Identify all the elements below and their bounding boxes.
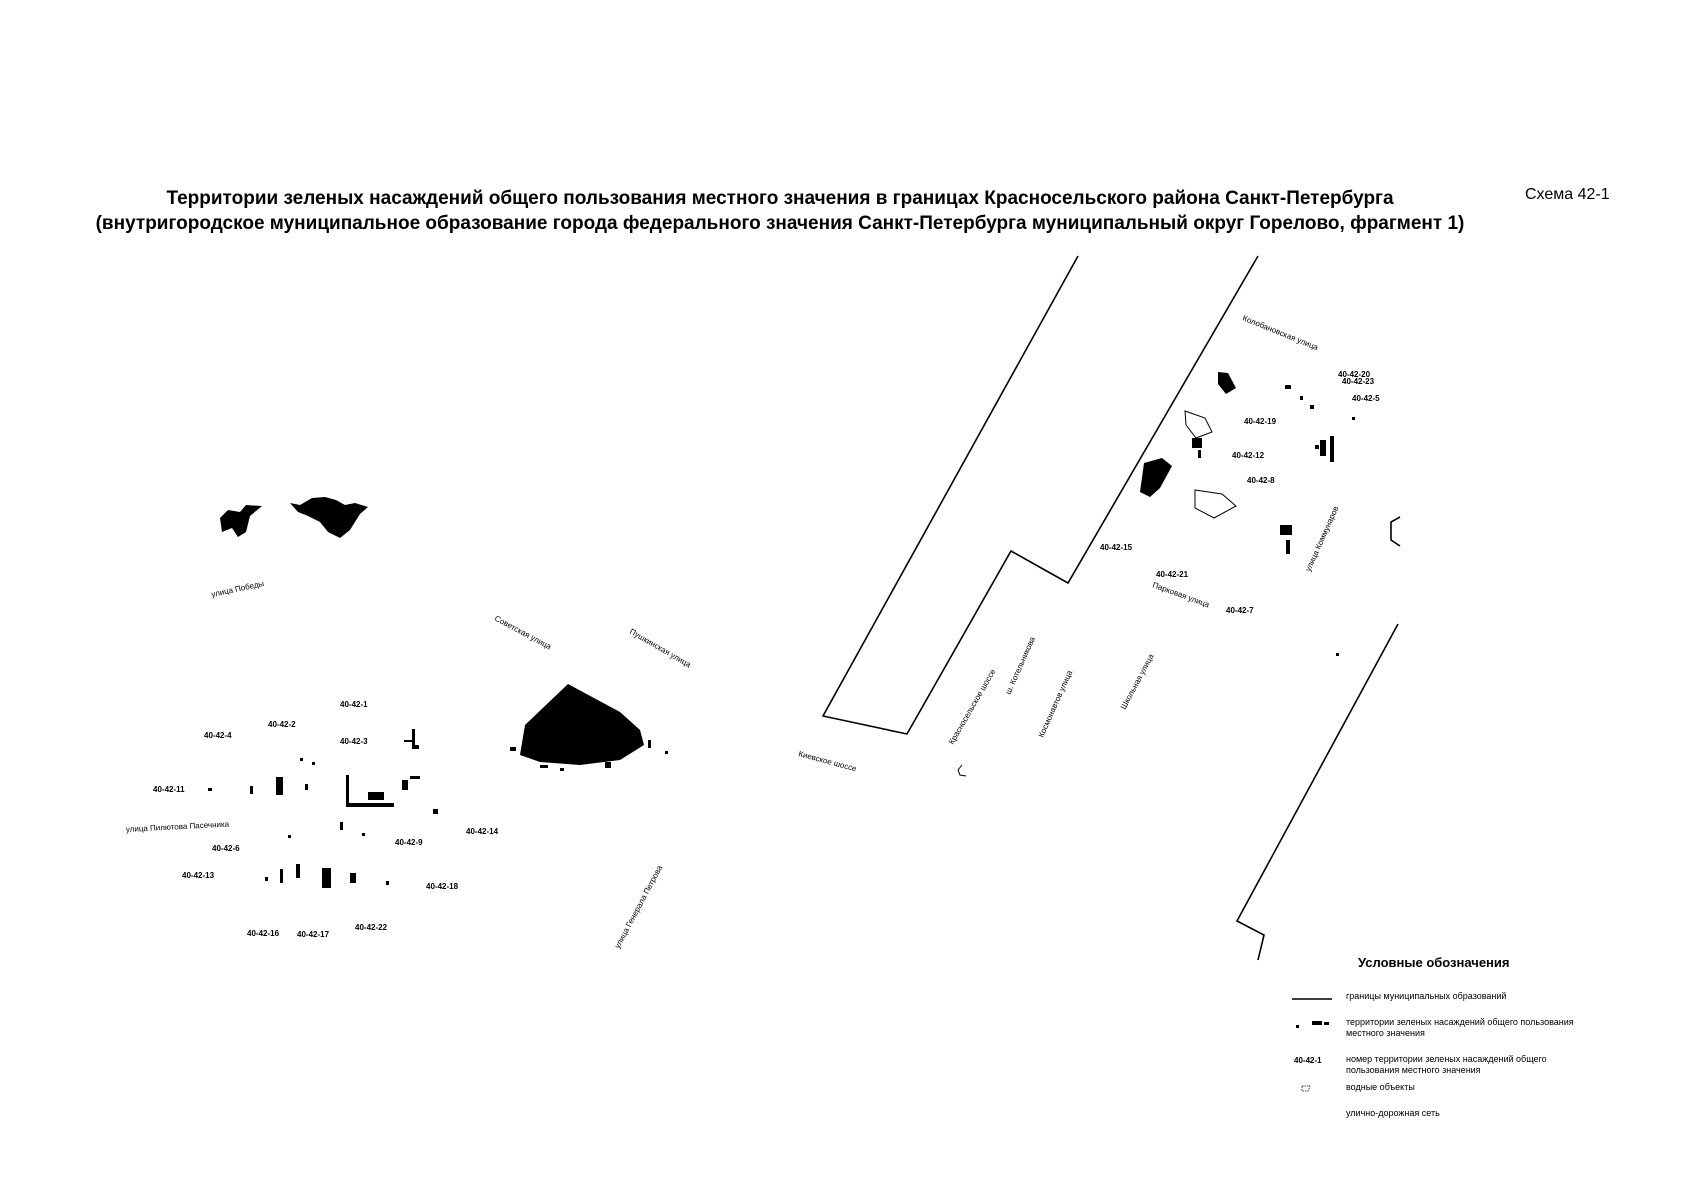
map-subtitle: (внутригородское муниципальное образован… bbox=[95, 213, 1465, 234]
legend-item-number: 40-42-1 номер территории зеленых насажде… bbox=[1288, 1054, 1588, 1084]
street-label-kommunarov: улица Коммунаров bbox=[1304, 505, 1341, 573]
legend-item-roads: улично-дорожная сеть bbox=[1288, 1108, 1588, 1138]
street-label-kosmonavtov: Космонавтов улица bbox=[1037, 668, 1075, 738]
street-label-pilyutova: улица Пилютова Пасечника bbox=[126, 820, 230, 834]
municipal-boundary-line bbox=[821, 255, 1259, 735]
green-territory-ne-outline-b bbox=[1194, 489, 1237, 519]
territory-code: 40-42-22 bbox=[355, 923, 388, 932]
gorelovo-building-marks bbox=[510, 740, 668, 771]
place-label-gorelovo: Горелово bbox=[534, 732, 570, 743]
legend-item-green-territories: территории зеленых насаждений общего пол… bbox=[1288, 1017, 1588, 1047]
boundary-line-symbol bbox=[1292, 998, 1332, 1000]
municipal-boundary-line-east bbox=[1235, 623, 1399, 961]
road-interchange-mark bbox=[957, 764, 967, 777]
green-territories-pilyutova-cluster bbox=[208, 729, 438, 888]
green-territory-symbol bbox=[1296, 1021, 1329, 1028]
territory-code: 40-42-7 bbox=[1226, 606, 1254, 615]
green-territory-ne-small bbox=[1218, 372, 1236, 394]
green-territory-ne-outline-a bbox=[1184, 410, 1213, 439]
street-label-kolobanovskaya: Колобановская улица bbox=[1241, 314, 1320, 353]
legend-label: водные объекты bbox=[1346, 1082, 1415, 1092]
street-label-pushkinskaya: Пушкинская улица bbox=[628, 627, 693, 670]
street-label-kotelnikov: ш. Котельникова bbox=[1004, 635, 1038, 696]
territory-code: 40-42-2 bbox=[268, 720, 296, 729]
territory-code: 40-42-1 bbox=[340, 700, 368, 709]
territory-code: 40-42-9 bbox=[395, 838, 423, 847]
territory-code: 40-42-17 bbox=[297, 930, 330, 939]
territory-code: 40-42-23 bbox=[1342, 377, 1375, 386]
territory-code: 40-42-8 bbox=[1247, 476, 1275, 485]
scheme-number: Схема 42-1 bbox=[1525, 186, 1610, 203]
legend-label: номер территории зеленых насаждений обще… bbox=[1346, 1054, 1547, 1075]
legend-title: Условные обозначения bbox=[1358, 955, 1510, 970]
territory-code: 40-42-12 bbox=[1232, 451, 1265, 460]
territory-code: 40-42-4 bbox=[204, 731, 232, 740]
water-body-symbol bbox=[1301, 1085, 1311, 1092]
street-label-shkolnaya: Школьная улица bbox=[1119, 652, 1156, 711]
legend-item-water: водные объекты bbox=[1288, 1082, 1588, 1112]
legend-code-sample: 40-42-1 bbox=[1294, 1056, 1322, 1065]
street-label-parkovaya: Парковая улица bbox=[1151, 580, 1211, 609]
legend-label: границы муниципальных образований bbox=[1346, 991, 1507, 1001]
street-label-geroev: улица Генерала Петрова bbox=[613, 863, 665, 950]
green-territory-gorelovo bbox=[520, 684, 644, 765]
territory-code: 40-42-3 bbox=[340, 737, 368, 746]
territory-code: 40-42-16 bbox=[247, 929, 280, 938]
map-title: Территории зеленых насаждений общего пол… bbox=[166, 188, 1394, 209]
territory-code: 40-42-19 bbox=[1244, 417, 1277, 426]
ne-building-marks bbox=[1192, 385, 1355, 656]
green-territory-pobedy-east bbox=[290, 497, 368, 538]
green-territory-ne-large bbox=[1140, 458, 1172, 497]
legend-label: территории зеленых насаждений общего пол… bbox=[1346, 1017, 1574, 1038]
number-symbol: 40-42-1 bbox=[1288, 1054, 1338, 1076]
municipal-boundary-bracket bbox=[1390, 516, 1401, 547]
street-label-krasnoselskoe: Красносельское шоссе bbox=[947, 667, 998, 746]
territory-code: 40-42-11 bbox=[153, 785, 185, 794]
green-territory-pobedy-west bbox=[220, 505, 262, 537]
territory-code: 40-42-18 bbox=[426, 882, 459, 891]
territory-code: 40-42-14 bbox=[466, 827, 499, 836]
territory-code: 40-42-13 bbox=[182, 871, 215, 880]
legend-item-boundary: границы муниципальных образований bbox=[1288, 991, 1588, 1021]
territory-code: 40-42-20 bbox=[1338, 370, 1371, 379]
road-network-symbol bbox=[1288, 1108, 1338, 1130]
territory-code: 40-42-21 bbox=[1156, 570, 1189, 579]
territory-code: 40-42-5 bbox=[1352, 394, 1380, 403]
street-label-pobedy: улица Победы bbox=[211, 579, 266, 599]
street-label-sovetskaya: Советская улица bbox=[493, 614, 553, 652]
street-label-kievskoe: Киевское шоссе bbox=[797, 749, 858, 773]
territory-code: 40-42-6 bbox=[212, 844, 240, 853]
territory-code: 40-42-15 bbox=[1100, 543, 1133, 552]
legend-label: улично-дорожная сеть bbox=[1346, 1108, 1440, 1118]
